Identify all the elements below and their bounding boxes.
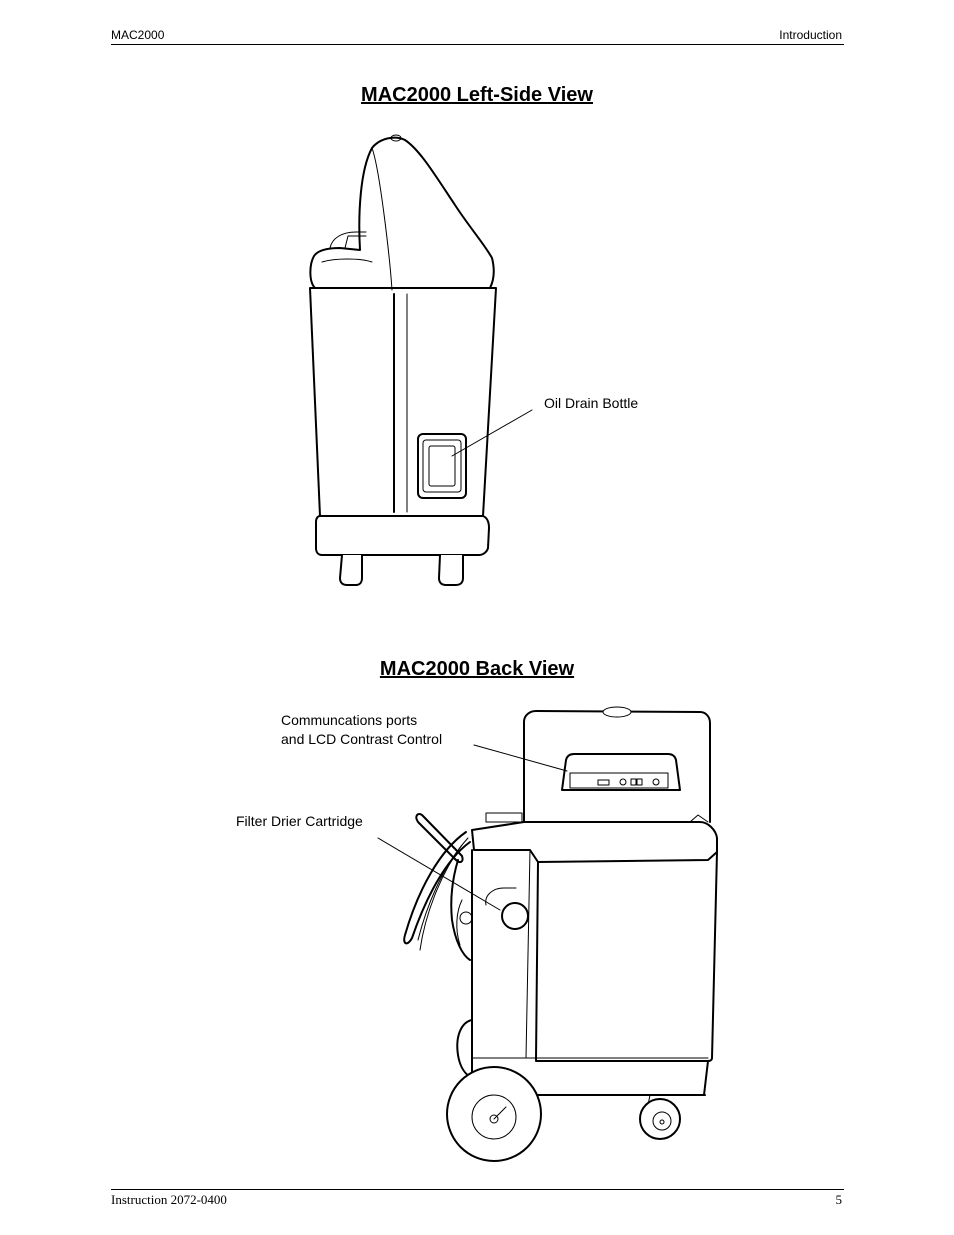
header-doc-name: MAC2000	[111, 28, 165, 42]
callout-comm-line2: and LCD Contrast Control	[281, 731, 443, 747]
header-rule	[111, 44, 844, 45]
callout-filter-drier-cartridge: Filter Drier Cartridge	[236, 813, 363, 829]
callout-oil-drain-bottle: Oil Drain Bottle	[544, 395, 639, 411]
back-view-title: MAC2000 Back View	[379, 658, 575, 680]
callout-communications-ports: Communcations ports and LCD Contrast Con…	[281, 711, 442, 749]
footer-page-number: 5	[835, 1192, 843, 1207]
footer-instruction-number: Instruction 2072-0400	[111, 1192, 227, 1207]
footer-rule	[111, 1189, 844, 1190]
callout-comm-line1: Communcations ports	[281, 712, 418, 728]
header-section-name: Introduction	[779, 28, 842, 42]
left-view-title: MAC2000 Left-Side View	[361, 84, 593, 106]
